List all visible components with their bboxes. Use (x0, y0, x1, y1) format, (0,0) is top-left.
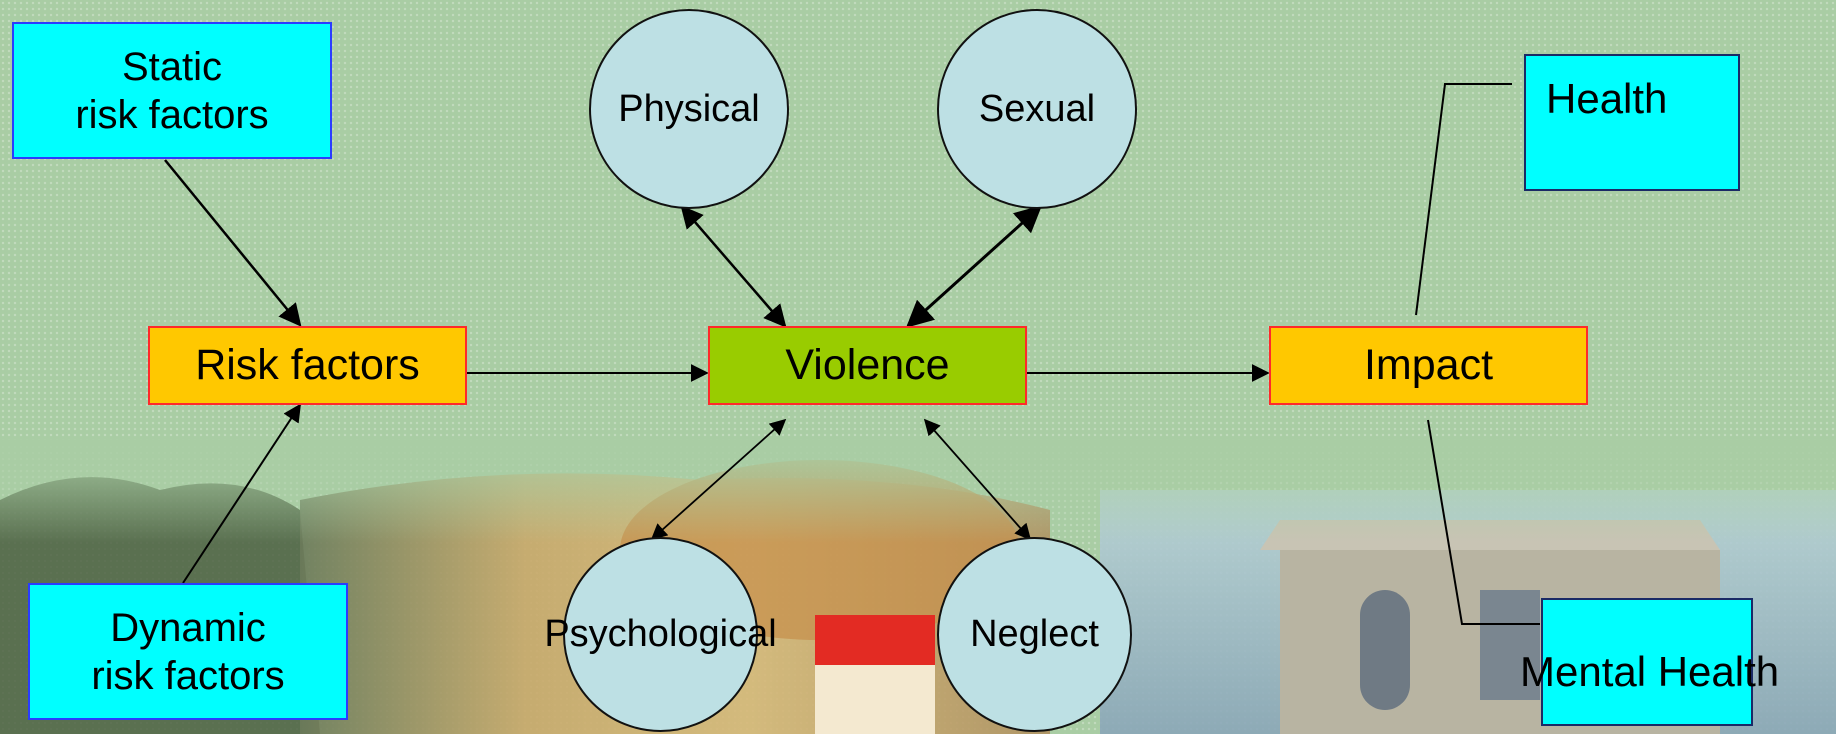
static-risk-line1: Static (121, 44, 223, 89)
risk-factors-label: Risk factors (195, 340, 420, 389)
neglect-circle: Neglect (937, 537, 1132, 732)
physical-circle: Physical (589, 9, 789, 209)
risk-factors-box: Risk factors (148, 326, 467, 405)
dynamic-risk-line1: Dynamic (110, 605, 266, 650)
dynamic-risk-line2: risk factors (91, 653, 285, 698)
mental-health-box (1541, 598, 1753, 726)
psychological-label: Psychological (544, 613, 777, 655)
psychological-circle: Psychological (544, 537, 777, 732)
static-risk-factors-box: Static risk factors (12, 22, 332, 159)
arrow-psychological-violence (650, 418, 787, 541)
sexual-label: Sexual (978, 87, 1096, 130)
sexual-circle: Sexual (937, 9, 1137, 209)
static-risk-line2: risk factors (75, 92, 269, 137)
physical-label: Physical (618, 87, 760, 130)
health-label: Health (1546, 75, 1668, 122)
arrow-dynamic-to-risk (182, 403, 301, 584)
arrow-sexual-violence (905, 205, 1043, 328)
violence-box: Violence (708, 326, 1027, 405)
impact-box: Impact (1269, 326, 1588, 405)
arrow-physical-violence (680, 205, 787, 328)
arrow-static-to-risk (164, 159, 302, 327)
impact-label: Impact (1363, 340, 1494, 389)
health-box: Health (1524, 54, 1740, 191)
arrow-neglect-violence (923, 418, 1032, 541)
connector-impact-health (1415, 83, 1512, 316)
neglect-label: Neglect (970, 613, 1099, 655)
connector-impact-mental (1427, 419, 1540, 625)
violence-label: Violence (785, 340, 950, 389)
mental-health-label: Mental Health (1520, 648, 1780, 695)
dynamic-risk-factors-box: Dynamic risk factors (28, 583, 348, 720)
